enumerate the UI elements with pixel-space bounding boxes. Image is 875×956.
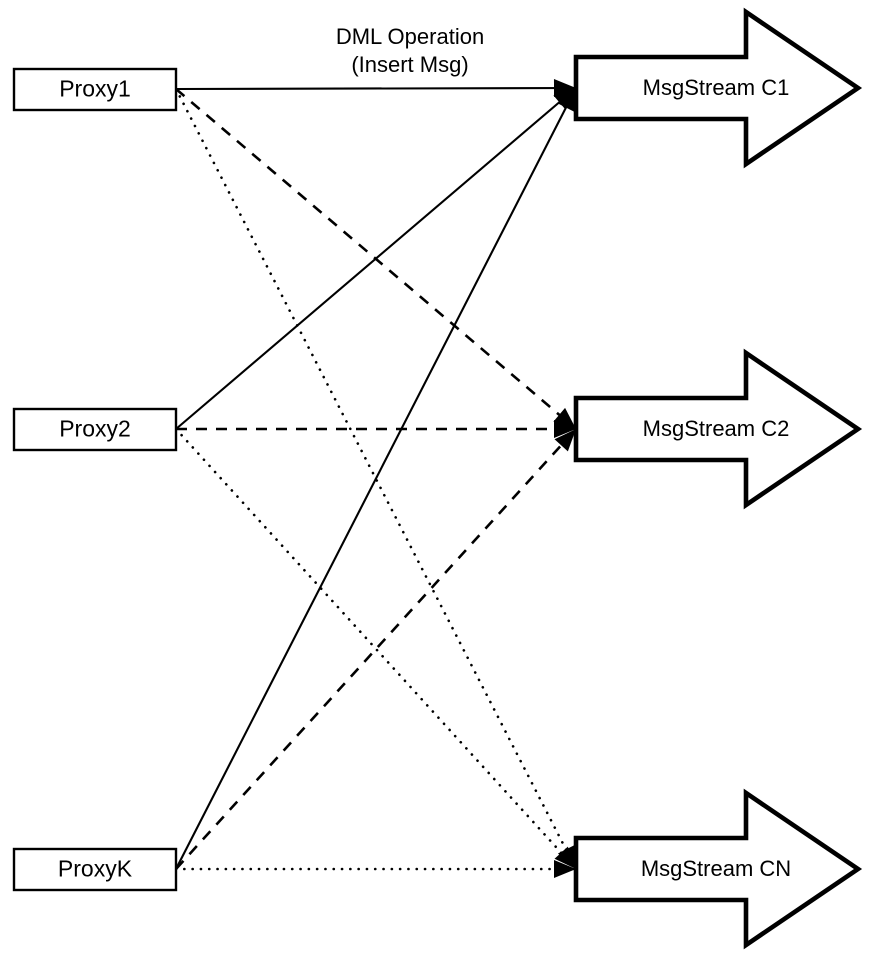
msgstream-arrow-shape-stream-c1[interactable] [573,7,863,169]
arrowhead-proxy1-to-stream-c2 [553,407,576,429]
connector-proxy2-to-stream-cn [174,427,578,871]
arrowhead-proxyK-to-stream-cn [554,860,576,878]
proxy-node-proxyK[interactable]: ProxyK [12,847,178,892]
connector-proxy1-to-stream-cn [174,87,578,871]
msgstream-label-stream-cn: MsgStream CN [641,856,791,881]
msgstream-node-stream-c2[interactable]: MsgStream C2 [573,348,863,510]
msgstream-arrow-shape-stream-cn[interactable] [573,788,863,950]
arrowhead-proxy1-to-stream-c1 [553,79,576,98]
msgstream-label-stream-c2: MsgStream C2 [643,416,790,441]
arrowhead-proxyK-to-stream-c2 [554,429,576,452]
msgstream-nodes-group: MsgStream C1 MsgStream C2 MsgStream CN [573,7,863,950]
connector-links-group [174,86,578,871]
proxy-label-proxyK: ProxyK [58,856,133,882]
proxy-box-proxy2[interactable] [12,407,178,452]
connector-proxyK-to-stream-c1 [175,87,577,870]
connector-proxy1-to-stream-c1 [175,86,577,91]
msgstream-arrow-shape-stream-c2[interactable] [573,348,863,510]
connector-proxy2-to-stream-c1 [175,87,577,430]
proxy-label-proxy2: Proxy2 [59,416,131,442]
arrowheads-group [553,79,576,878]
dml-operation-annotation: DML Operation (Insert Msg) [336,24,484,77]
msgstream-node-stream-c1[interactable]: MsgStream C1 [573,7,863,169]
arrowhead-proxy2-to-stream-c2 [554,420,576,438]
annotation-line-2: (Insert Msg) [351,52,468,77]
annotation-line-1: DML Operation [336,24,484,49]
proxy-node-proxy1[interactable]: Proxy1 [12,67,178,112]
msgstream-node-stream-cn[interactable]: MsgStream CN [573,788,863,950]
arrowhead-proxyK-to-stream-c1 [557,88,576,112]
proxy-box-proxyK[interactable] [12,847,178,892]
arrowhead-proxy2-to-stream-cn [554,846,576,869]
msgstream-label-stream-c1: MsgStream C1 [643,75,790,100]
proxy-box-proxy1[interactable] [12,67,178,112]
proxy-label-proxy1: Proxy1 [59,76,131,102]
proxy-node-proxy2[interactable]: Proxy2 [12,407,178,452]
